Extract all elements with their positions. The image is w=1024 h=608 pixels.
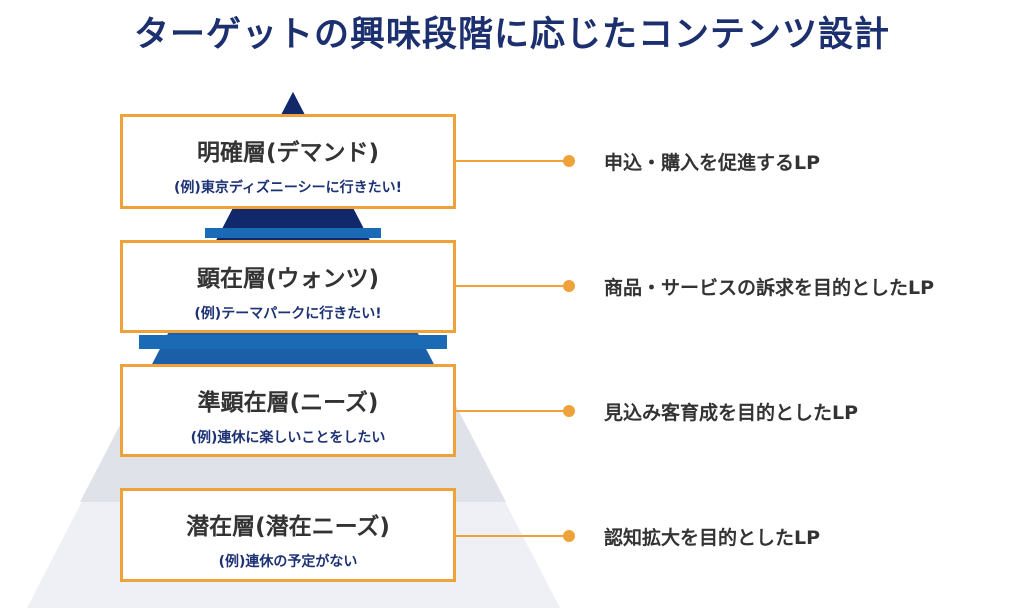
layer-example: (例)テーマパークに行きたい! bbox=[194, 306, 382, 322]
connector-line bbox=[456, 160, 566, 162]
layer-example: (例)連休に楽しいことをしたい bbox=[190, 430, 386, 446]
layer-content-description: 商品・サービスの訴求を目的としたLP bbox=[604, 277, 935, 299]
layer-content-description: 見込み客育成を目的としたLP bbox=[604, 402, 859, 424]
connector-dot bbox=[563, 280, 575, 292]
layer-box-needs: 準顕在層(ニーズ) (例)連休に楽しいことをしたい bbox=[120, 364, 456, 457]
layer-name: 準顕在層(ニーズ) bbox=[197, 390, 379, 416]
layer-name: 潜在層(潜在ニーズ) bbox=[186, 514, 390, 540]
layer-content-description: 申込・購入を促進するLP bbox=[604, 152, 821, 174]
layer-content-description: 認知拡大を目的としたLP bbox=[604, 527, 821, 549]
connector-line bbox=[456, 535, 566, 537]
layer-box-latent-needs: 潜在層(潜在ニーズ) (例)連休の予定がない bbox=[120, 488, 456, 582]
connector-dot bbox=[563, 405, 575, 417]
page-title: ターゲットの興味段階に応じたコンテンツ設計 bbox=[133, 15, 890, 55]
layer-example: (例)連休の予定がない bbox=[218, 554, 358, 570]
connector-dot bbox=[563, 155, 575, 167]
pyramid-band-2 bbox=[139, 335, 447, 349]
connector-line bbox=[456, 285, 566, 287]
connector-line bbox=[456, 410, 566, 412]
layer-box-wants: 顕在層(ウォンツ) (例)テーマパークに行きたい! bbox=[120, 240, 456, 333]
layer-name: 顕在層(ウォンツ) bbox=[196, 266, 380, 292]
layer-example: (例)東京ディズニーシーに行きたい! bbox=[174, 180, 402, 196]
pyramid-band-1 bbox=[205, 228, 381, 238]
layer-box-demand: 明確層(デマンド) (例)東京ディズニーシーに行きたい! bbox=[120, 114, 456, 209]
layer-name: 明確層(デマンド) bbox=[196, 140, 380, 166]
connector-dot bbox=[563, 530, 575, 542]
